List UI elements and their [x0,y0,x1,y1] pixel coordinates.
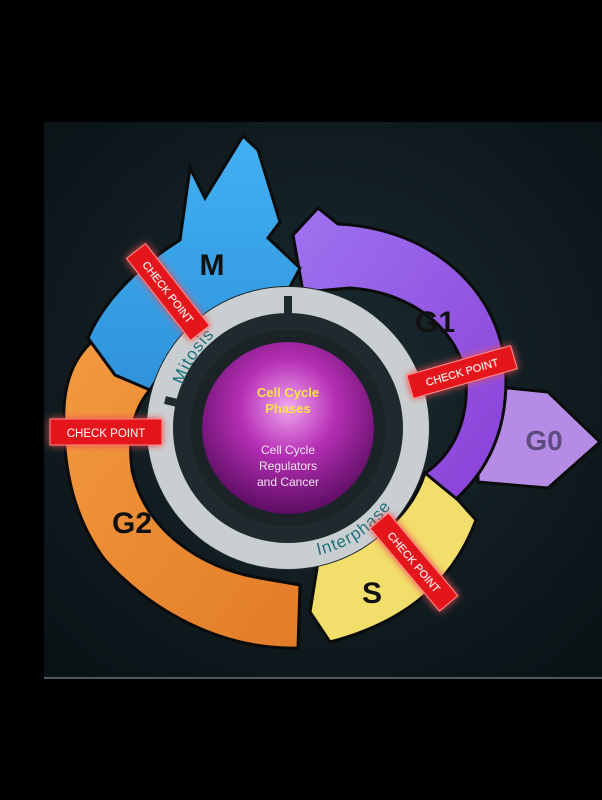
phase-label-g1: G1 [415,306,455,339]
checkpoint-g2-label: CHECK POINT [67,428,146,440]
center-title-line1: Cell Cycle [257,385,319,400]
center-title-line2: Phases [265,401,311,416]
center-subtitle-line3: and Cancer [257,475,319,489]
phase-label-g0: G0 [525,425,562,456]
center-sphere [202,342,374,514]
phase-g1-segment [291,205,508,502]
checkpoint-g2: CHECK POINT [49,418,163,446]
phase-label-s: S [362,577,382,610]
phase-s-segment [308,470,478,644]
center-subtitle-line1: Cell Cycle [261,443,315,457]
center-subtitle-line2: Regulators [259,459,317,473]
phase-label-m: M [200,249,225,282]
phase-label-g2: G2 [112,507,152,540]
